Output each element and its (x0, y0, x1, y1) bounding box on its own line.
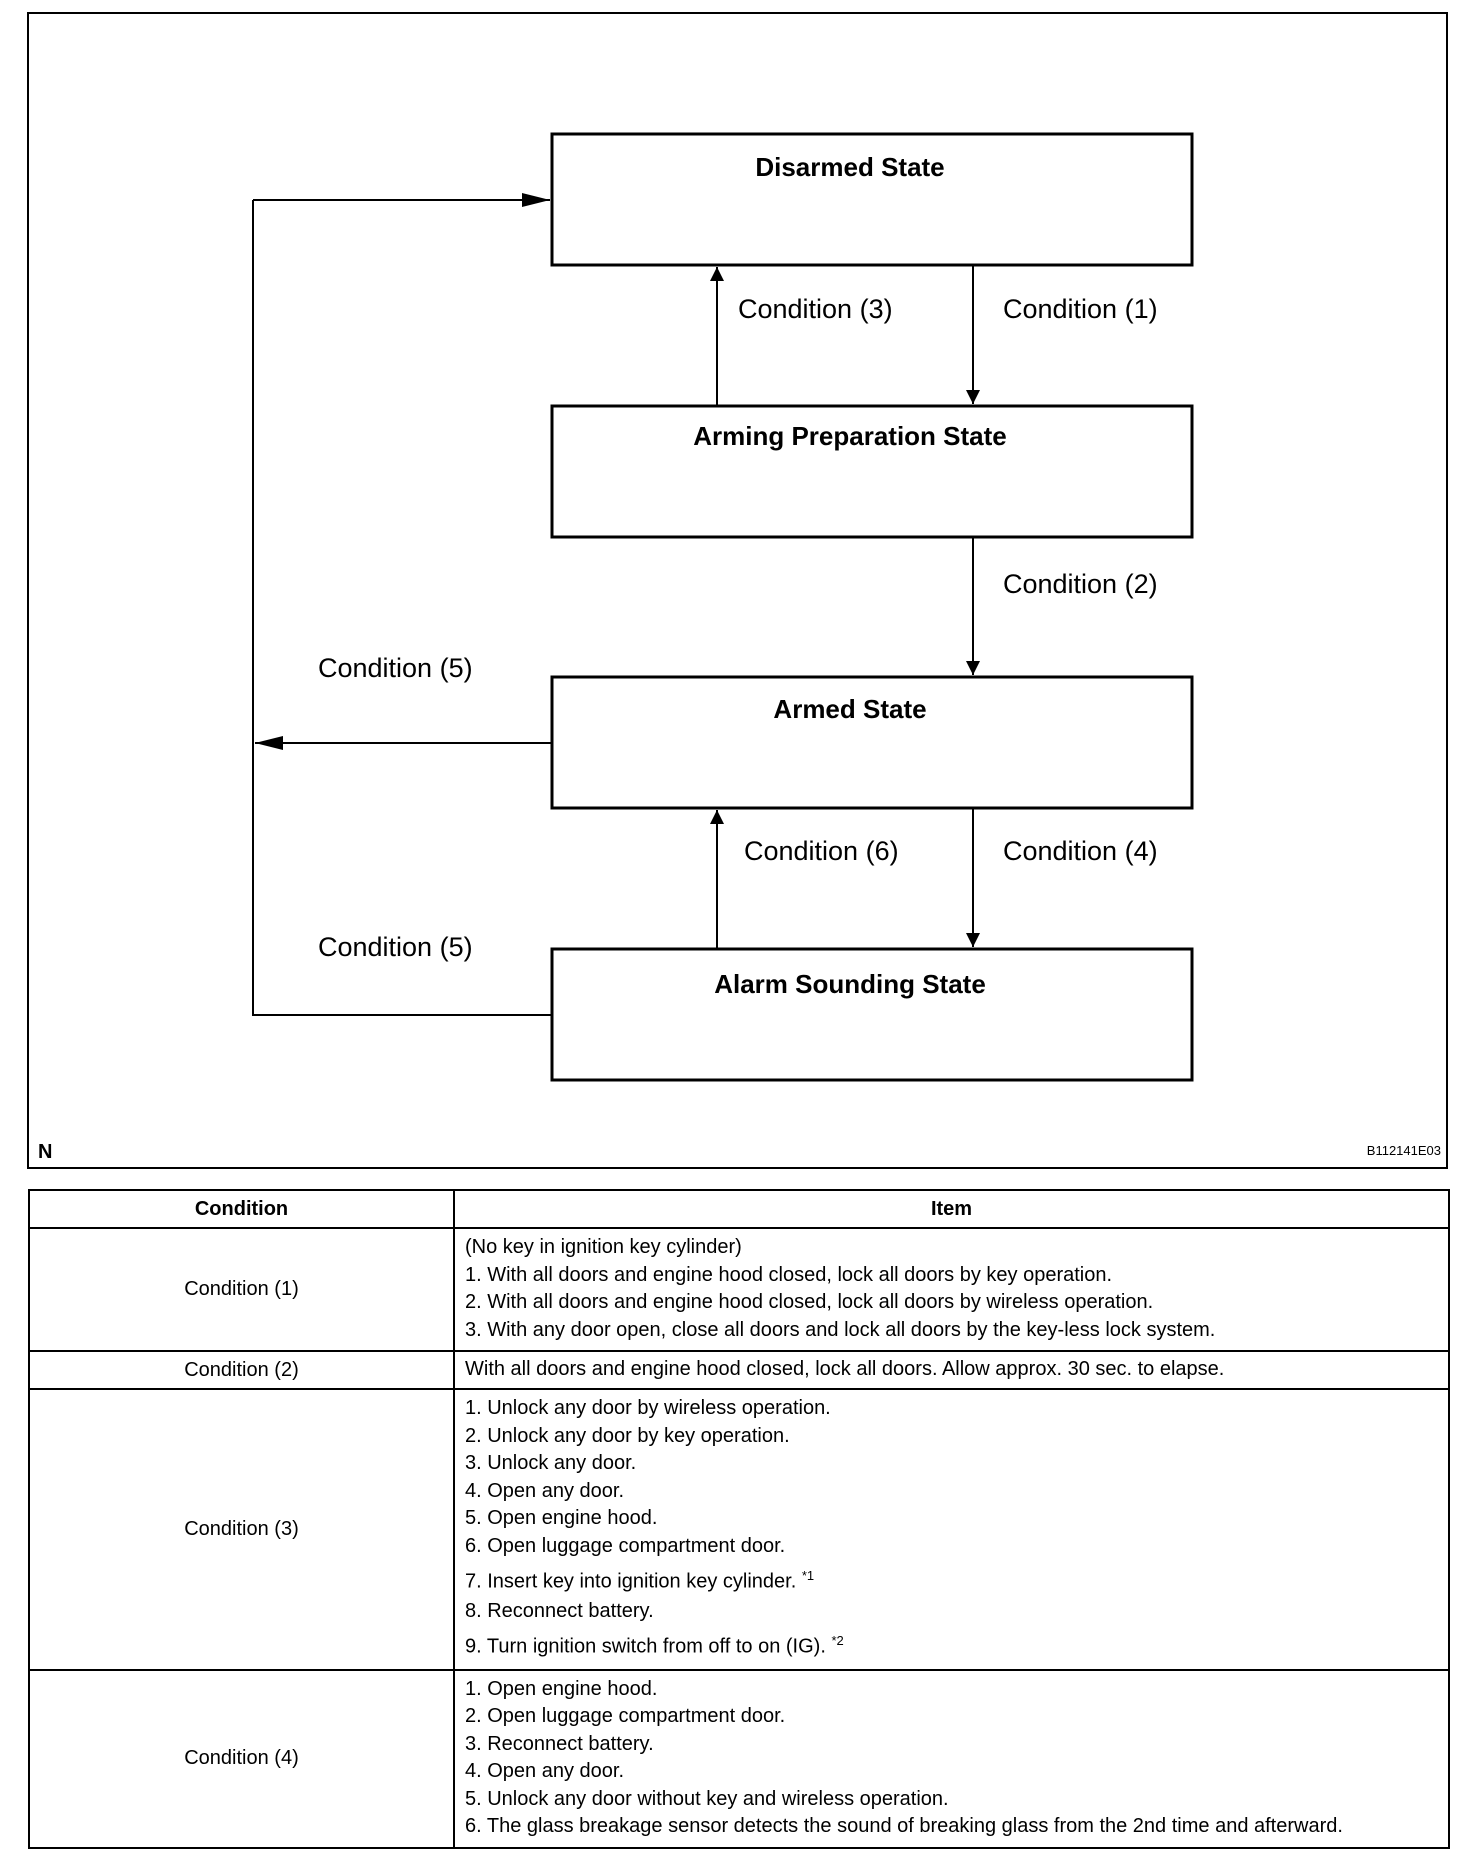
row-items: 1. Open engine hood. 2. Open luggage com… (453, 1668, 1450, 1849)
state-diagram: Disarmed State Arming Preparation State … (38, 132, 1441, 1163)
condition-5-alarm-label: Condition (5) (318, 932, 473, 962)
row-condition: Condition (3) (28, 1388, 455, 1671)
item-line: 3. Reconnect battery. (465, 1732, 654, 1755)
row-items: (No key in ignition key cylinder) 1. Wit… (453, 1227, 1450, 1352)
item-line: With all doors and engine hood closed, l… (465, 1358, 1225, 1381)
diagram-frame (27, 12, 1448, 1169)
item-line: 5. Unlock any door without key and wirel… (465, 1787, 949, 1810)
alarm-sounding-state-title: Alarm Sounding State (714, 969, 986, 999)
item-line: 1. Unlock any door by wireless operation… (465, 1397, 831, 1419)
row-condition: Condition (2) (28, 1350, 455, 1390)
condition-table: Condition Item Condition (1) (No key in … (28, 1189, 1450, 1849)
row-items: With all doors and engine hood closed, l… (453, 1350, 1450, 1390)
row-condition: Condition (1) (28, 1227, 455, 1352)
table-row: Condition (1) (No key in ignition key cy… (28, 1227, 1450, 1352)
item-line: 8. Reconnect battery. (465, 1599, 654, 1622)
item-line: 2. Open luggage compartment door. (465, 1705, 786, 1728)
item-line: 1. Open engine hood. (465, 1677, 658, 1700)
arming-preparation-state-title: Arming Preparation State (693, 421, 1007, 451)
item-line: 3. With any door open, close all doors a… (465, 1318, 1216, 1341)
condition-2-label: Condition (2) (1003, 569, 1158, 599)
header-condition: Condition (28, 1189, 455, 1229)
item-line: 1. With all doors and engine hood closed… (465, 1263, 1113, 1286)
table-header-row: Condition Item (28, 1189, 1450, 1229)
footnote-mark: *2 (831, 1633, 844, 1649)
disarmed-state-box (550, 132, 1194, 267)
disarmed-state-title: Disarmed State (755, 152, 944, 182)
condition-3-label: Condition (3) (738, 294, 893, 324)
item-line: 3. Unlock any door. (465, 1452, 637, 1474)
item-text: 7. Insert key into ignition key cylinder… (465, 1570, 797, 1593)
loop-line-alarm-to-bus (252, 200, 552, 1016)
item-line: 5. Open engine hood. (465, 1507, 658, 1529)
row-items: 1. Unlock any door by wireless operation… (453, 1388, 1450, 1671)
armed-state-box (550, 675, 1194, 810)
figure-id: B112141E03 (1367, 1143, 1441, 1158)
item-line: 6. The glass breakage sensor detects the… (465, 1815, 1343, 1838)
condition-6-label: Condition (6) (744, 836, 899, 866)
item-line: 9. Turn ignition switch from off to on (… (465, 1625, 1438, 1663)
item-line: 4. Open any door. (465, 1760, 625, 1783)
header-item: Item (453, 1189, 1450, 1229)
item-line: 2. Unlock any door by key operation. (465, 1424, 790, 1447)
item-line: 6. Open luggage compartment door. (465, 1534, 786, 1557)
table-row: Condition (3) 1. Unlock any door by wire… (28, 1388, 1450, 1671)
footnote-mark: *1 (801, 1568, 815, 1583)
table-row: Condition (4) 1. Open engine hood. 2. Op… (28, 1668, 1450, 1849)
item-text: 9. Turn ignition switch from off to on (… (465, 1635, 826, 1658)
item-line: 4. Open any door. (465, 1479, 625, 1502)
condition-1-label: Condition (1) (1003, 294, 1158, 324)
arming-preparation-state-box (550, 404, 1194, 539)
row-condition: Condition (4) (28, 1668, 455, 1849)
item-line: 7. Insert key into ignition key cylinder… (465, 1560, 1438, 1598)
table-row: Condition (2) With all doors and engine … (28, 1350, 1450, 1390)
condition-5-armed-label: Condition (5) (318, 653, 473, 683)
condition-4-label: Condition (4) (1003, 836, 1158, 866)
item-line: 2. With all doors and engine hood closed… (465, 1291, 1154, 1313)
armed-state-title: Armed State (773, 694, 926, 724)
item-line: (No key in ignition key cylinder) (465, 1236, 742, 1258)
corner-label: N (38, 1141, 52, 1163)
